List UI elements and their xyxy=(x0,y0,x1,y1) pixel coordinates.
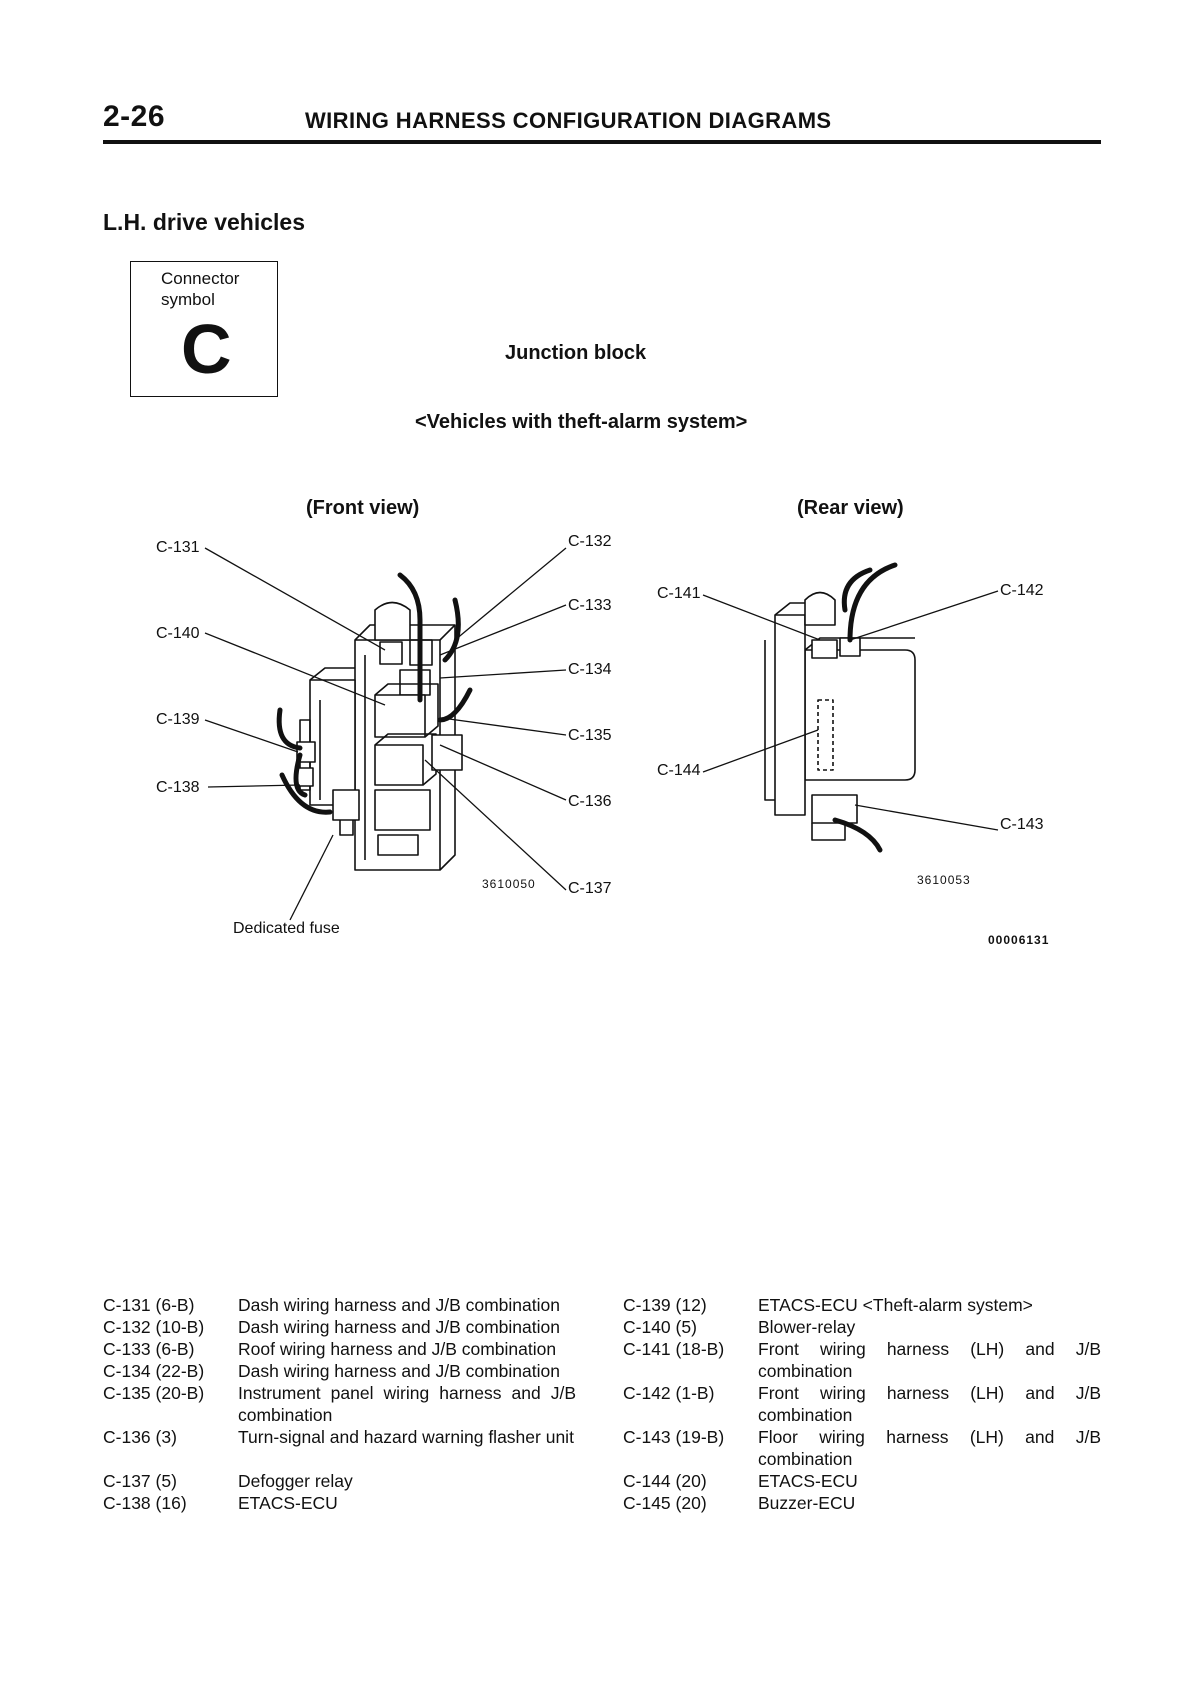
legend-description: ETACS-ECU xyxy=(758,1471,858,1491)
callout-c132: C-132 xyxy=(568,533,612,550)
legend-description: Front wiring harness (LH) and J/B combin… xyxy=(758,1383,1101,1425)
legend-code: C-133 (6-B) xyxy=(103,1339,195,1359)
callout-c144: C-144 xyxy=(657,762,701,779)
callout-c139: C-139 xyxy=(156,711,200,728)
legend-description: Buzzer-ECU xyxy=(758,1493,856,1513)
legend-code: C-139 (12) xyxy=(623,1295,707,1315)
front-view-label: (Front view) xyxy=(306,497,420,519)
legend-description: Front wiring harness (LH) and J/B combin… xyxy=(758,1339,1101,1381)
legend-code: C-138 (16) xyxy=(103,1493,187,1513)
variant-title: <Vehicles with theft-alarm system> xyxy=(415,411,748,433)
page-number: 2-26 xyxy=(103,100,166,133)
connector-symbol-caption: Connector symbol xyxy=(161,269,240,309)
callout-c143: C-143 xyxy=(1000,816,1044,833)
junction-block-diagram xyxy=(204,547,999,921)
legend-description: Dash wiring harness and J/B combination xyxy=(238,1295,560,1315)
dedicated-fuse-label: Dedicated fuse xyxy=(233,920,340,937)
legend-code: C-137 (5) xyxy=(103,1471,177,1491)
legend-code: C-144 (20) xyxy=(623,1471,707,1491)
legend-code: C-143 (19-B) xyxy=(623,1427,725,1447)
legend-code: C-136 (3) xyxy=(103,1427,177,1447)
legend-code: C-140 (5) xyxy=(623,1317,697,1337)
legend-description: Dash wiring harness and J/B combination xyxy=(238,1361,560,1381)
rear-view-wires xyxy=(832,562,898,853)
legend-description: Roof wiring harness and J/B combination xyxy=(238,1339,557,1359)
callout-c140: C-140 xyxy=(156,625,200,642)
legend-description: Dash wiring harness and J/B combination xyxy=(238,1317,560,1337)
front-view-drawing xyxy=(296,601,463,871)
front-figure-code: 3610050 xyxy=(482,877,536,891)
callout-c131: C-131 xyxy=(156,539,200,556)
section-title: L.H. drive vehicles xyxy=(103,209,305,235)
callout-c137: C-137 xyxy=(568,880,612,897)
rear-view-drawing xyxy=(764,591,916,841)
legend-description: Turn-signal and hazard warning flasher u… xyxy=(238,1427,574,1447)
legend-code: C-135 (20-B) xyxy=(103,1383,205,1403)
legend-code: C-132 (10-B) xyxy=(103,1317,205,1337)
page-figure-code: 00006131 xyxy=(988,933,1050,947)
connector-symbol-box: Connector symbol C xyxy=(130,261,278,397)
front-view-leaders xyxy=(204,547,567,921)
rear-view-leaders xyxy=(702,590,999,831)
header-rule xyxy=(103,140,1101,144)
connector-symbol-letter: C xyxy=(181,310,232,388)
legend-description: Defogger relay xyxy=(238,1471,353,1491)
front-view-wires xyxy=(276,572,473,815)
callout-c141: C-141 xyxy=(657,585,701,602)
callout-c142: C-142 xyxy=(1000,582,1044,599)
callout-c133: C-133 xyxy=(568,597,612,614)
callout-c134: C-134 xyxy=(568,661,612,678)
callout-c138: C-138 xyxy=(156,779,200,796)
legend-description: ETACS-ECU <Theft-alarm system> xyxy=(758,1295,1033,1315)
callout-c136: C-136 xyxy=(568,793,612,810)
legend-code: C-131 (6-B) xyxy=(103,1295,195,1315)
legend-code: C-134 (22-B) xyxy=(103,1361,205,1381)
page-title: WIRING HARNESS CONFIGURATION DIAGRAMS xyxy=(305,108,832,133)
legend-code: C-145 (20) xyxy=(623,1493,707,1513)
legend-description: Floor wiring harness (LH) and J/B combin… xyxy=(758,1427,1101,1469)
legend-code: C-141 (18-B) xyxy=(623,1339,725,1359)
rear-figure-code: 3610053 xyxy=(917,873,971,887)
rear-view-label: (Rear view) xyxy=(797,497,904,519)
junction-block-title: Junction block xyxy=(505,342,647,364)
legend-description: ETACS-ECU xyxy=(238,1493,338,1513)
callout-c135: C-135 xyxy=(568,727,612,744)
legend-description: Blower-relay xyxy=(758,1317,856,1337)
legend-code: C-142 (1-B) xyxy=(623,1383,715,1403)
legend-description: Instrument panel wiring harness and J/B … xyxy=(238,1383,576,1425)
